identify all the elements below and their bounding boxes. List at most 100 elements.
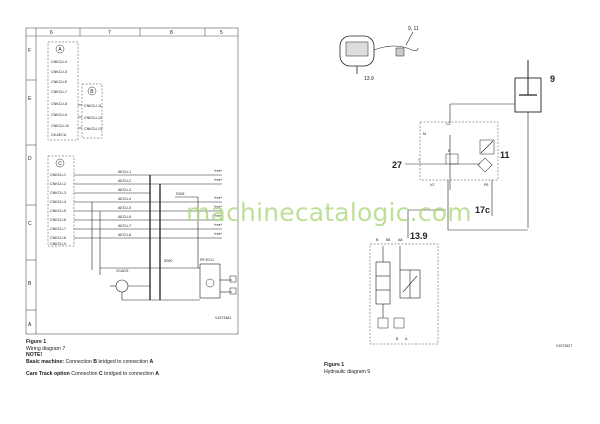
- grid-row-b: B: [28, 281, 32, 287]
- valve-bank-13-9: [369, 243, 439, 345]
- label-27: 27: [392, 160, 402, 170]
- svg-text:CNKCU-11: CNKCU-11: [84, 104, 102, 108]
- grid-col-7: 7: [108, 30, 111, 36]
- label-9: 9: [550, 74, 555, 84]
- port-v2: V2: [430, 183, 434, 187]
- connector-c-badge: [55, 158, 65, 168]
- port-bottom-a: A: [405, 337, 408, 341]
- wiring-basic-line: Basic machine: Connection B bridged to c…: [26, 358, 154, 365]
- grid-col-6: 6: [50, 30, 53, 36]
- port-e: E: [448, 149, 451, 153]
- hydraulic-ref: V1573527: [556, 344, 572, 348]
- rf-ecu-box: [199, 263, 221, 299]
- connector-a-label: A: [58, 47, 62, 53]
- svg-text:CNKCU-9: CNKCU-9: [50, 242, 66, 246]
- valve-block-11: [419, 121, 499, 181]
- s000-label: S000: [164, 259, 172, 263]
- svg-text:AECU-1: AECU-1: [118, 170, 131, 174]
- connector-box-a: [47, 41, 79, 141]
- spool-valve: [375, 246, 421, 329]
- svg-text:CNKCU-4: CNKCU-4: [51, 60, 67, 64]
- wiring-frame: [25, 27, 239, 335]
- grid-row-d: D: [28, 156, 32, 162]
- svg-text:*ree*: *ree*: [214, 232, 223, 236]
- connector-b-label: B: [90, 89, 94, 95]
- connector-box-b: [81, 83, 103, 139]
- vcads-transistor: [115, 279, 129, 293]
- svg-text:AECU-6: AECU-6: [118, 215, 131, 219]
- svg-text:*ree*: *ree*: [214, 196, 223, 200]
- svg-text:CNKCU-2: CNKCU-2: [50, 182, 66, 186]
- hydraulic-diagram: 9, 11 13.9 9 C2 M E V2 P6 T 11 27 17c: [339, 26, 572, 348]
- svg-text:CNKCU-5: CNKCU-5: [51, 70, 67, 74]
- port-b: B: [376, 238, 379, 242]
- wiring-figure-label: Figure 1: [26, 339, 47, 345]
- connector-a-pins: CNKCU-4 CNKCU-5 CNKCU-6 CNKCU-7 CNKCU-8 …: [51, 60, 69, 128]
- label-13-9-top: 13.9: [364, 76, 374, 82]
- grid-col-8: 8: [170, 30, 173, 36]
- connector-c-pins: CNKCU-1 CNKCU-2 CNKCU-3 CNKCU-4 CNKCU-5 …: [50, 173, 66, 246]
- rf-ecu-label: RF-ECU: [200, 258, 214, 262]
- hydraulic-figure-title: Hydraulic diagram 9: [324, 368, 371, 375]
- grid-row-f: F: [28, 48, 31, 54]
- label-13-9: 13.9: [410, 231, 428, 241]
- label-17c: 17c: [475, 205, 490, 215]
- svg-text:AECU-8: AECU-8: [118, 233, 131, 237]
- svg-text:CNKCU-8: CNKCU-8: [51, 102, 67, 106]
- svg-text:CNKCU-1: CNKCU-1: [50, 173, 66, 177]
- svg-text:CNKCU-13: CNKCU-13: [84, 127, 102, 131]
- connector-a-footer: C8 AECU: [51, 133, 67, 137]
- connector-box-c: [47, 155, 75, 247]
- svg-text:CNKCU-8: CNKCU-8: [50, 236, 66, 240]
- hydraulic-caption: Figure 1 Hydraulic diagram 9: [324, 362, 524, 375]
- joystick-icon: [339, 35, 419, 74]
- port-m: M: [423, 132, 426, 136]
- port-c2: C2: [446, 122, 451, 126]
- svg-text:*ree*: *ree*: [214, 214, 223, 218]
- port-b8: B8: [386, 238, 390, 242]
- svg-text:AECU-4: AECU-4: [118, 197, 131, 201]
- grid-col-5: 5: [220, 30, 223, 36]
- svg-text:CNKCU-3: CNKCU-3: [50, 191, 66, 195]
- port-bottom-b: B: [396, 337, 399, 341]
- svg-text:CNKCU-9: CNKCU-9: [51, 113, 67, 117]
- svg-text:CNKCU-4: CNKCU-4: [50, 200, 66, 204]
- wiring-ref: V1573481: [215, 316, 231, 320]
- svg-text:AECU-7: AECU-7: [118, 224, 131, 228]
- port-t: T: [418, 159, 421, 163]
- svg-text:CNKCU-7: CNKCU-7: [50, 227, 66, 231]
- label-9-11: 9, 11: [408, 26, 419, 32]
- svg-text:CNKCU-12: CNKCU-12: [84, 116, 102, 120]
- wiring-figure-title: Wiring diagram 7: [26, 345, 66, 352]
- svg-text:*ree*: *ree*: [214, 205, 223, 209]
- svg-text:AECU-2: AECU-2: [118, 179, 131, 183]
- svg-text:AECU-3: AECU-3: [118, 188, 131, 192]
- vcads-label: VCADS: [116, 269, 129, 273]
- connector-a-badge: [55, 44, 65, 54]
- grid-row-c: C: [28, 221, 32, 227]
- hydraulic-figure-label: Figure 1: [324, 362, 345, 368]
- svg-text:*ree*: *ree*: [214, 169, 223, 173]
- wiring-care-line: Care Track option Connection C bridged t…: [26, 371, 159, 378]
- wire-bundle-c: AECU-1 AECU-2 AECU-3 AECU-4 AECU-5 AECU-…: [74, 169, 223, 239]
- connector-b-pins: CNKCU-11 CNKCU-12 CNKCU-13: [84, 104, 102, 131]
- wiring-caption: Figure 1 Wiring diagram 7 NOTE! Basic ma…: [26, 339, 256, 378]
- connector-c-label: C: [58, 161, 62, 167]
- label-11: 11: [500, 150, 510, 160]
- grid-row-e: E: [28, 96, 32, 102]
- watermark: machinecatalogic.com: [186, 198, 472, 227]
- port-p6: P6: [484, 183, 488, 187]
- wiring-diagram: 6 7 8 5 F E D C B A A CNKCU-4 CNKCU-5 CN…: [25, 27, 239, 335]
- svg-text:CNKCU-6: CNKCU-6: [50, 218, 66, 222]
- wiring-note: NOTE!: [26, 352, 43, 359]
- svg-text:CNKCU-5: CNKCU-5: [50, 209, 66, 213]
- svg-text:CNKCU-7: CNKCU-7: [51, 90, 67, 94]
- s308-label: S308: [176, 192, 184, 196]
- svg-text:*ree*: *ree*: [214, 223, 223, 227]
- connector-b-badge: [87, 86, 97, 96]
- svg-text:CNKCU-6: CNKCU-6: [51, 80, 67, 84]
- svg-text:CNKCU-10: CNKCU-10: [51, 124, 69, 128]
- svg-text:AECU-5: AECU-5: [118, 206, 131, 210]
- port-a8: A8: [398, 238, 402, 242]
